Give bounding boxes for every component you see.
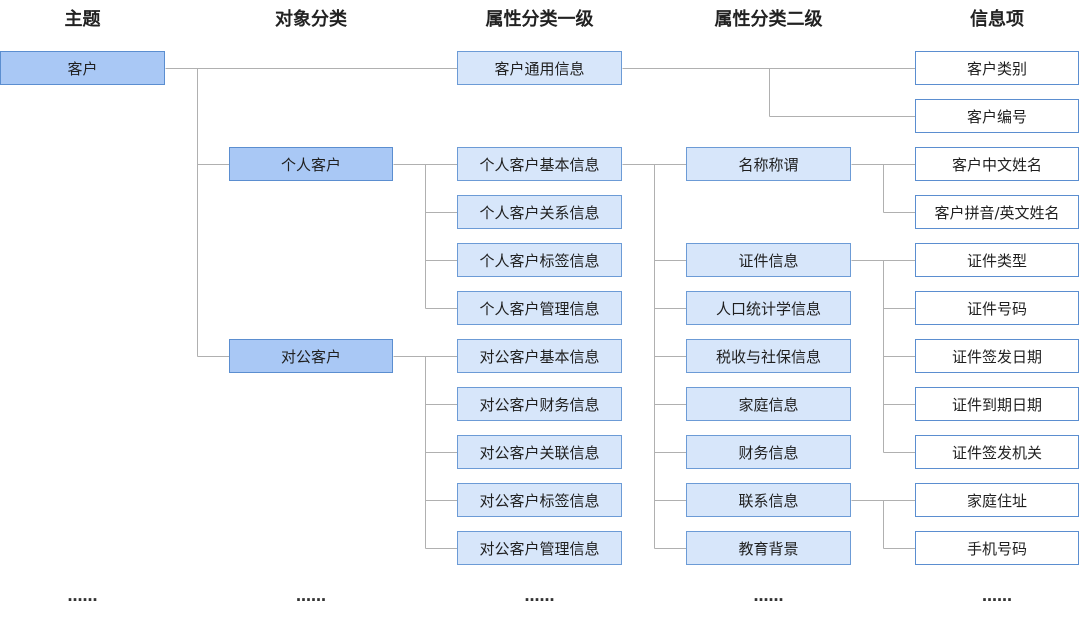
node-customer-number: 客户编号: [915, 99, 1079, 133]
node-customer-general-info: 客户通用信息: [457, 51, 622, 85]
node-id-issuing-authority: 证件签发机关: [915, 435, 1079, 469]
node-id-document-info: 证件信息: [686, 243, 851, 277]
ellipsis-subject: ……: [67, 587, 98, 605]
node-corporate-basic-info: 对公客户基本信息: [457, 339, 622, 373]
node-personal-customer: 个人客户: [229, 147, 393, 181]
node-id-expiry-date: 证件到期日期: [915, 387, 1079, 421]
node-personal-management-info: 个人客户管理信息: [457, 291, 622, 325]
header-attribute-level2: 属性分类二级: [714, 9, 823, 30]
node-corporate-customer: 对公客户: [229, 339, 393, 373]
node-contact-info: 联系信息: [686, 483, 851, 517]
header-subject: 主题: [64, 9, 101, 30]
node-pinyin-english-name: 客户拼音/英文姓名: [915, 195, 1079, 229]
header-object-category: 对象分类: [275, 9, 347, 30]
node-corporate-financial-info: 对公客户财务信息: [457, 387, 622, 421]
header-attribute-level1: 属性分类一级: [485, 9, 594, 30]
node-id-type: 证件类型: [915, 243, 1079, 277]
node-name-title: 名称称谓: [686, 147, 851, 181]
ellipsis-attribute-level1: ……: [524, 587, 555, 605]
ellipsis-info-item: ……: [982, 587, 1012, 605]
node-education-background: 教育背景: [686, 531, 851, 565]
node-corporate-affiliation-info: 对公客户关联信息: [457, 435, 622, 469]
node-demographic-info: 人口统计学信息: [686, 291, 851, 325]
node-subject-customer: 客户: [0, 51, 165, 85]
header-info-item: 信息项: [970, 9, 1024, 30]
node-financial-info: 财务信息: [686, 435, 851, 469]
ellipsis-attribute-level2: ……: [753, 587, 784, 605]
node-personal-relation-info: 个人客户关系信息: [457, 195, 622, 229]
ellipsis-object-category: ……: [296, 587, 326, 605]
node-mobile-number: 手机号码: [915, 531, 1079, 565]
node-corporate-management-info: 对公客户管理信息: [457, 531, 622, 565]
node-family-info: 家庭信息: [686, 387, 851, 421]
node-chinese-name: 客户中文姓名: [915, 147, 1079, 181]
node-corporate-tag-info: 对公客户标签信息: [457, 483, 622, 517]
node-id-issue-date: 证件签发日期: [915, 339, 1079, 373]
node-personal-basic-info: 个人客户基本信息: [457, 147, 622, 181]
node-id-number: 证件号码: [915, 291, 1079, 325]
node-customer-type: 客户类别: [915, 51, 1079, 85]
node-home-address: 家庭住址: [915, 483, 1079, 517]
node-tax-social-security-info: 税收与社保信息: [686, 339, 851, 373]
node-personal-tag-info: 个人客户标签信息: [457, 243, 622, 277]
